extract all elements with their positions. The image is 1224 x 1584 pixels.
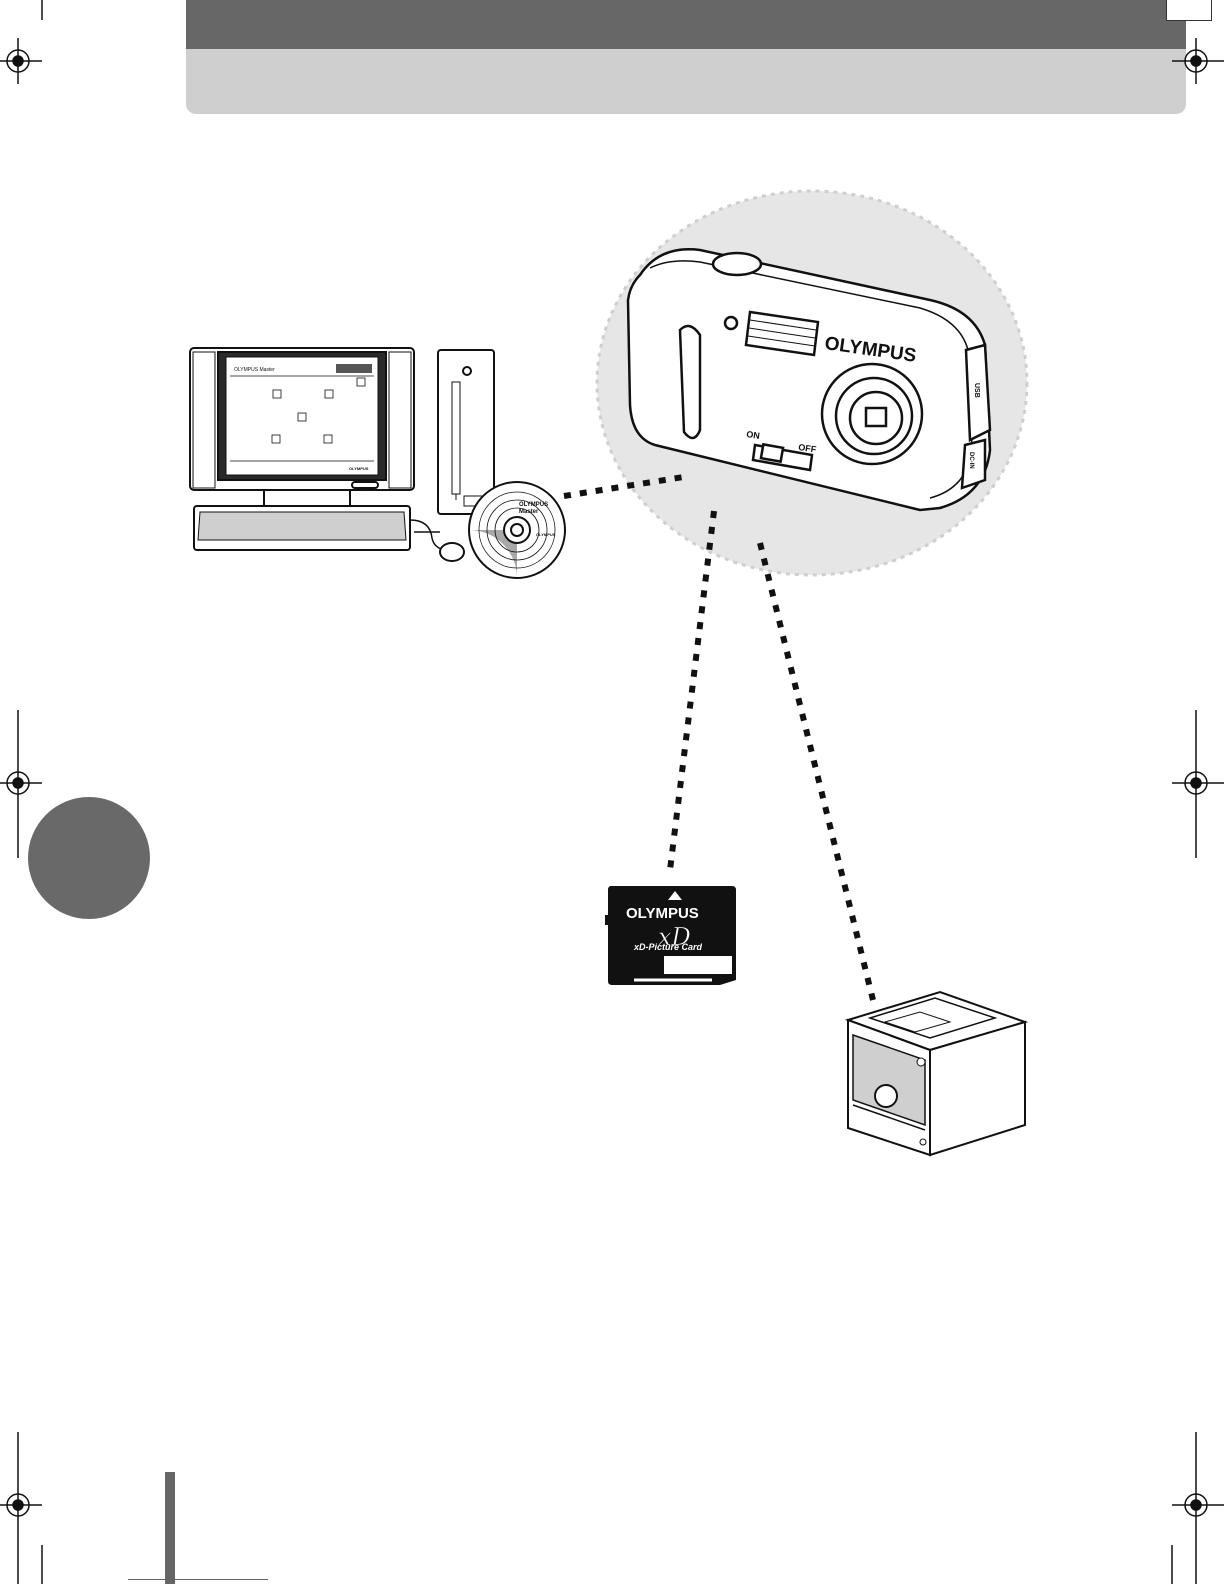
line-to-printer xyxy=(760,543,873,1000)
camera-switch-on-label: ON xyxy=(746,429,761,441)
monitor-logo: OLYMPUS xyxy=(349,466,369,471)
registration-mark-mid-right xyxy=(1172,710,1224,858)
xd-card-brand-label: OLYMPUS xyxy=(626,905,699,922)
registration-mark-top-left xyxy=(0,38,42,84)
cd-maker-label: OLYMPUS xyxy=(536,532,556,537)
software-cd xyxy=(469,482,565,578)
mouse xyxy=(440,543,464,561)
monitor-app-title: OLYMPUS Master xyxy=(234,367,275,373)
xd-card-name-label: xD-Picture Card xyxy=(633,942,703,952)
camera-jack-label: DC-IN xyxy=(968,452,974,469)
photo-printer xyxy=(848,992,1025,1155)
registration-mark-bottom-right xyxy=(1172,1432,1224,1584)
cd-product-label: Master xyxy=(519,509,539,515)
cd-brand-label: OLYMPUS xyxy=(519,502,548,508)
computer xyxy=(190,348,494,561)
line-to-card xyxy=(670,511,714,870)
registration-mark-top-right xyxy=(1172,38,1224,84)
registration-mark-mid-left xyxy=(0,710,42,858)
camera-port-label: USB xyxy=(973,383,980,398)
registration-mark-bottom-left xyxy=(0,1432,42,1584)
